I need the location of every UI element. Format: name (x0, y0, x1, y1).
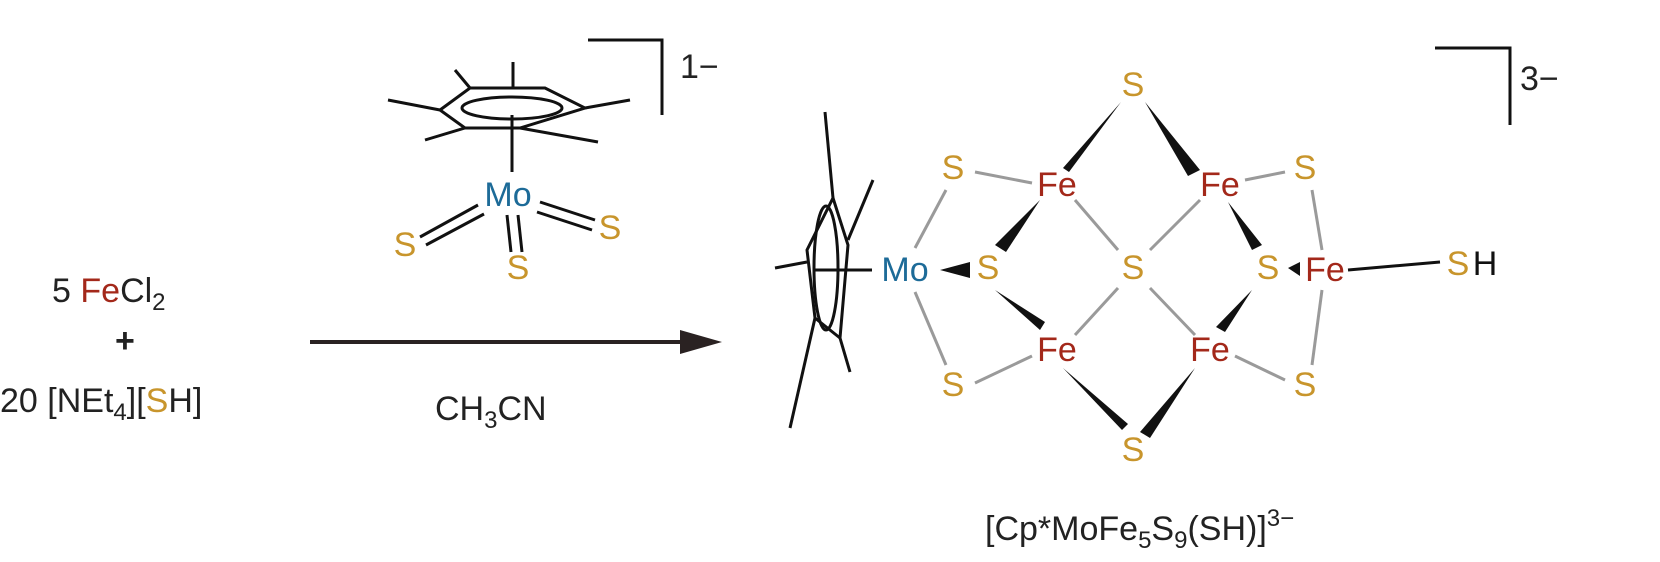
s-atom-mid-left: S (977, 249, 1000, 287)
s-atom-lower-left: S (942, 366, 965, 404)
reagent-s-atom: S (394, 226, 417, 264)
sh-s-atom: S (1447, 245, 1470, 283)
solvent-label: CH3CN (435, 390, 547, 434)
reaction-arrow: CH3CN (310, 330, 722, 434)
fe-atom-terminal: Fe (1305, 251, 1345, 289)
fe-atom: Fe (1190, 331, 1230, 369)
fe-atom: Fe (1037, 166, 1077, 204)
s-atom-lower-right: S (1294, 366, 1317, 404)
reagent-s-atom: S (507, 249, 530, 287)
fecl2-label: 5 FeCl2 (52, 272, 166, 316)
charge-bracket (588, 38, 664, 115)
s-atom-bottom: S (1122, 431, 1145, 469)
reagent-s-atom: S (599, 209, 622, 247)
product-charge: 3− (1520, 60, 1559, 98)
charge-bracket (1435, 46, 1512, 125)
reagent-mo-atom: Mo (484, 176, 531, 214)
arrow-head-icon (680, 330, 722, 354)
product-formula: [Cp*MoFe5S9(SH)]3− (985, 505, 1294, 554)
net4sh-label: 20 [NEt4][SH] (0, 382, 202, 426)
fe-atom: Fe (1200, 166, 1240, 204)
product-cluster: S S Fe Fe S Mo S S S Fe S H S Fe Fe S S … (774, 46, 1559, 554)
reactants: 5 FeCl2 + 20 [NEt4][SH] (0, 272, 202, 426)
reagent-cpmos3: Mo S S S 1− (387, 38, 719, 287)
s-atom-mid-right: S (1257, 249, 1280, 287)
s-atom-upper-left: S (942, 149, 965, 187)
mo-atom: Mo (881, 251, 928, 289)
reagent-charge: 1− (680, 48, 719, 86)
s-atom-upper-right: S (1294, 149, 1317, 187)
s-atom-top: S (1122, 66, 1145, 104)
plus-sign: + (115, 322, 135, 360)
sh-h-atom: H (1473, 245, 1498, 283)
s-atom-center: S (1122, 249, 1145, 287)
fe-atom: Fe (1037, 331, 1077, 369)
